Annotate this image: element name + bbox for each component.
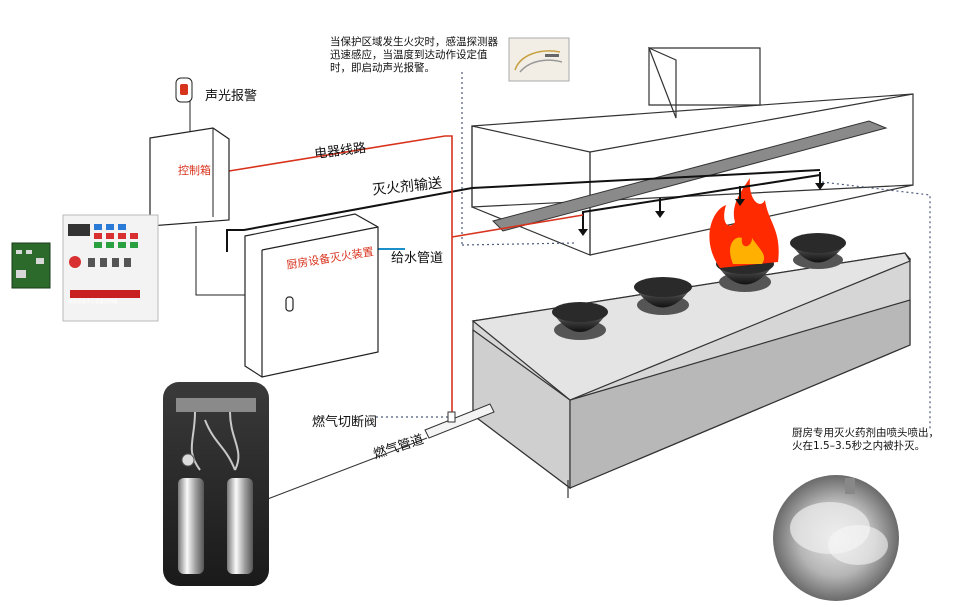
cylinder-cabinet-photo xyxy=(163,382,269,586)
water-pipe-label: 给水管道 xyxy=(391,251,444,266)
wok-1 xyxy=(552,302,608,340)
exhaust-hood xyxy=(471,46,914,256)
flame-icon xyxy=(709,178,779,268)
device-cabinet xyxy=(244,213,379,378)
electric-line xyxy=(228,135,584,415)
hood-chimney xyxy=(648,47,761,106)
smoke-photo xyxy=(773,475,899,601)
extinguish-note: 厨房专用灭火药剂由喷头喷出，火在1.5–3.5秒之内被扑灭。 xyxy=(792,427,939,452)
alarm-label: 声光报警 xyxy=(205,89,258,104)
panel-title: 厨房设备灭火装置控制箱 xyxy=(68,300,118,305)
hood-body xyxy=(471,93,914,208)
leader-lines xyxy=(376,72,931,430)
control-panel-photo xyxy=(11,214,159,322)
control-box xyxy=(149,127,230,227)
gas-valve-label: 燃气切断阀 xyxy=(312,415,378,430)
gas-pipe xyxy=(424,403,495,439)
stove xyxy=(471,252,912,498)
agent-delivery-pipe xyxy=(226,169,821,252)
sensor-note: 当保护区域发生火灾时，感温探测器迅速感应，当温度到达动作设定值时，即启动声光报警… xyxy=(330,36,498,74)
control-box-label: 控制箱 xyxy=(178,164,211,177)
wok-4 xyxy=(790,233,846,269)
sensor-photo xyxy=(508,37,570,82)
wok-2 xyxy=(634,277,692,315)
alarm-icon xyxy=(175,77,193,103)
nozzles xyxy=(578,183,825,236)
